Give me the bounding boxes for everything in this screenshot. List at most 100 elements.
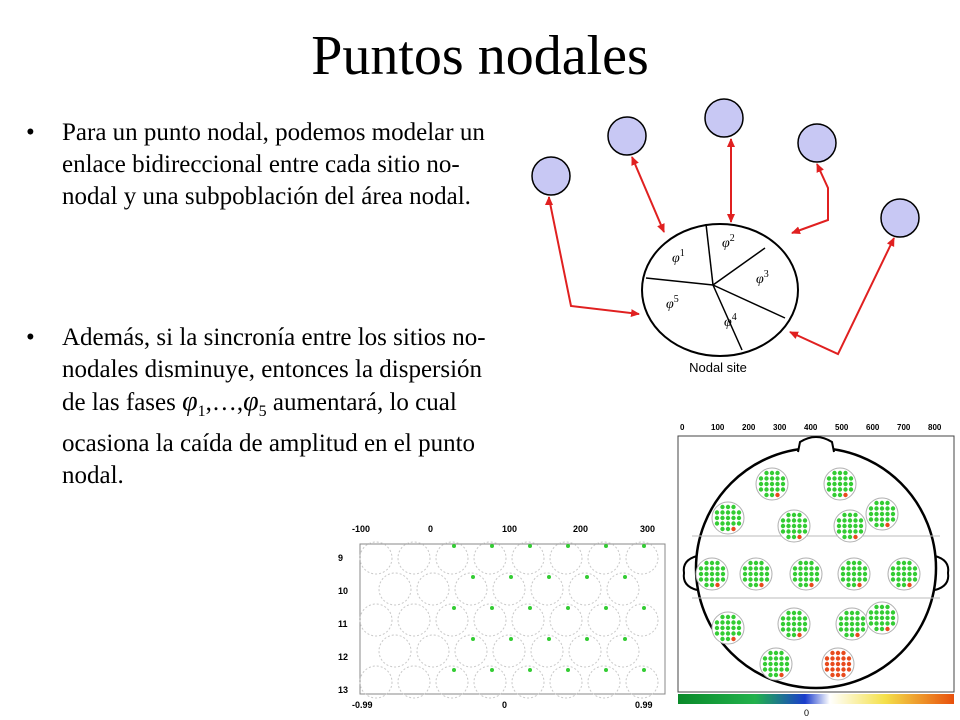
electrode-dot: [709, 560, 715, 566]
electrode-dot: [802, 529, 808, 534]
electrode-dot: [780, 529, 786, 534]
electrode-dot: [704, 577, 709, 582]
non-nodal-site-node: [797, 123, 837, 163]
grid-electrode-circle: [397, 541, 431, 575]
electrode-dot: [896, 582, 901, 588]
grid-electrode-circle: [378, 634, 412, 668]
electrode-dot: [769, 470, 775, 476]
electrode-dot: [847, 523, 853, 529]
electrode-dot: [768, 656, 773, 661]
electrode-dot: [797, 621, 802, 627]
electrode-cluster: [821, 647, 855, 681]
electrode-dot: [780, 627, 786, 632]
electrode-dot: [879, 604, 885, 610]
electrode-dot: [837, 487, 843, 492]
electrode-dot: [731, 636, 736, 642]
electrode-dot: [709, 566, 715, 571]
electrode-dot: [803, 560, 809, 566]
grid-electrode-circle: [511, 603, 545, 637]
electrode-dot: [786, 523, 791, 529]
electrode-dot: [797, 523, 802, 529]
electrode-dot: [720, 526, 725, 532]
electrode-dot: [849, 632, 855, 638]
electrode-dot: [879, 615, 885, 621]
grid-electrode-circle: [606, 572, 640, 606]
head-top-tick-label: 500: [835, 423, 849, 432]
electrode-dot: [714, 625, 720, 631]
electrode-dot: [714, 631, 720, 636]
electrode-dot: [901, 582, 907, 588]
electrode-cluster: [789, 557, 823, 591]
grid-electrode-circle: [549, 541, 583, 575]
grid-electrode-circle: [625, 603, 659, 637]
electrode-dot: [773, 672, 779, 678]
electrode-dot: [725, 515, 731, 521]
non-nodal-site-node: [880, 198, 920, 238]
electrode-dot: [720, 636, 725, 642]
electrode-dot: [720, 521, 725, 526]
electrode-dot: [786, 632, 791, 638]
electrode-dot: [769, 476, 775, 481]
electrode-dot: [890, 571, 896, 577]
electrode-dot: [874, 610, 879, 615]
phi-subscript-start: 1: [197, 403, 206, 420]
electrode-cluster: [695, 557, 729, 591]
electrode-dot: [791, 616, 797, 621]
electrode-dot: [731, 526, 736, 532]
electrode-dot: [725, 521, 731, 526]
head-right-ear: [934, 555, 950, 591]
electrode-dot: [797, 534, 802, 540]
electrode-dot: [879, 500, 885, 506]
electrode-dot: [890, 517, 896, 522]
electrode-dot: [802, 523, 808, 529]
electrode-dot: [809, 571, 814, 577]
electrode-dot: [832, 481, 837, 487]
electrode-dot: [841, 656, 846, 661]
electrode-dot: [843, 492, 848, 498]
electrode-dot: [868, 610, 874, 615]
electrode-dot: [836, 518, 842, 523]
electrode-dot: [912, 566, 918, 571]
electrode-dot: [885, 610, 890, 615]
head-top-tick-label: 200: [742, 423, 756, 432]
electrode-dot: [890, 566, 896, 571]
electrode-dot: [775, 492, 780, 498]
electrode-dot: [803, 582, 809, 588]
grid-electrode-circle: [530, 634, 564, 668]
electrode-dot: [779, 656, 784, 661]
grid-green-marker: [642, 606, 646, 610]
electrode-dot: [853, 529, 858, 534]
electrode-dot: [786, 610, 791, 616]
grid-electrode-circle: [435, 665, 469, 699]
electrode-dot: [868, 615, 874, 621]
electrode-dot: [764, 571, 770, 577]
electrode-dot: [768, 650, 773, 656]
electrode-dot: [791, 518, 797, 523]
electrode-dot: [714, 515, 720, 521]
electrode-dot: [857, 566, 862, 571]
sector-label: φ1: [672, 248, 685, 266]
grid-green-marker: [642, 544, 646, 548]
grid-green-marker: [623, 575, 627, 579]
electrode-dot: [753, 560, 759, 566]
nodal-site-circle: [641, 223, 799, 357]
bullet-text-before: Además, si la sincronía entre los sitios…: [62, 324, 486, 416]
electrode-dot: [736, 515, 742, 521]
electrode-dot: [849, 616, 855, 621]
electrode-dot: [874, 626, 879, 632]
electrode-dot: [836, 529, 842, 534]
electrode-cluster: [865, 601, 899, 635]
electrode-dot: [896, 566, 901, 571]
electrode-dot: [885, 626, 890, 632]
electrode-dot: [698, 566, 704, 571]
electrode-dot: [890, 610, 896, 615]
electrode-dot: [862, 577, 868, 582]
electrode-dot: [762, 656, 768, 661]
grid-electrode-circle: [454, 572, 488, 606]
electrode-dot: [830, 650, 835, 656]
grid-green-marker: [452, 606, 456, 610]
electrode-dot: [797, 512, 802, 518]
electrode-dot: [736, 510, 742, 515]
